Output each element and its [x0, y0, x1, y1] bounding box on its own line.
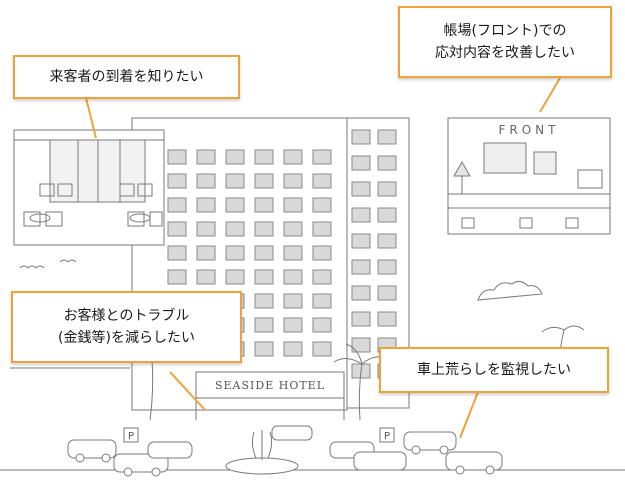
building-window — [225, 173, 245, 189]
building-window — [351, 259, 371, 275]
building-window — [196, 197, 216, 213]
building-window — [167, 269, 187, 285]
building-window — [225, 245, 245, 261]
parked-cars — [67, 425, 503, 477]
callout-front-desk: 帳場(フロント)での 応対内容を改善したい — [398, 6, 612, 78]
callout-text: (金銭等)を減らしたい — [58, 330, 195, 346]
building-window — [312, 221, 332, 237]
callout-text: 車上荒らしを監視したい — [417, 361, 571, 378]
lobby-chairs — [23, 183, 163, 227]
building-window — [312, 173, 332, 189]
building-window — [283, 149, 303, 165]
callout-customer-trouble: お客様とのトラブル (金銭等)を減らしたい — [11, 291, 242, 363]
building-window — [312, 149, 332, 165]
building-window — [254, 221, 274, 237]
building-window — [167, 221, 187, 237]
callout-visitor-arrival: 来客者の到着を知りたい — [13, 55, 240, 99]
building-window — [351, 155, 371, 171]
building-window — [312, 269, 332, 285]
building-window — [377, 129, 397, 145]
building-window — [283, 173, 303, 189]
callout-text: 応対内容を改善したい — [435, 45, 575, 61]
building-window — [283, 293, 303, 309]
building-window — [377, 311, 397, 327]
building-window — [377, 207, 397, 223]
building-window — [351, 181, 371, 197]
building-window — [351, 337, 371, 353]
building-window — [225, 221, 245, 237]
building-window — [167, 173, 187, 189]
pointer-visitor — [85, 97, 97, 139]
building-window — [167, 149, 187, 165]
entrance-canopy — [195, 371, 345, 399]
building-window — [283, 341, 303, 357]
building-window — [225, 197, 245, 213]
building-window — [254, 293, 274, 309]
pointer-front — [539, 77, 561, 113]
building-window — [254, 149, 274, 165]
building-window — [283, 197, 303, 213]
building-window — [196, 245, 216, 261]
building-window — [254, 173, 274, 189]
building-window — [312, 341, 332, 357]
building-window — [196, 173, 216, 189]
building-window — [312, 245, 332, 261]
building-window — [196, 269, 216, 285]
building-window — [254, 341, 274, 357]
building-window — [377, 181, 397, 197]
callout-text: お客様とのトラブル — [63, 307, 190, 324]
building-window — [377, 285, 397, 301]
building-window — [351, 233, 371, 249]
building-window — [225, 269, 245, 285]
pointer-car — [459, 391, 479, 439]
fountain — [225, 457, 299, 475]
parking-sign-right: P — [384, 431, 390, 442]
building-window — [254, 269, 274, 285]
callout-text: 帳場(フロント)での — [443, 22, 567, 39]
building-window — [351, 129, 371, 145]
front-sign: FRONT — [499, 123, 560, 137]
building-window — [225, 149, 245, 165]
building-window — [377, 155, 397, 171]
building-window — [377, 259, 397, 275]
building-windows — [167, 129, 397, 379]
building-window — [254, 317, 274, 333]
building-window — [254, 245, 274, 261]
hotel-sign: SEASIDE HOTEL — [215, 379, 325, 392]
building-window — [351, 207, 371, 223]
building-window — [254, 197, 274, 213]
building-window — [283, 221, 303, 237]
building-window — [351, 311, 371, 327]
building-window — [312, 293, 332, 309]
building-window — [283, 269, 303, 285]
cloud-right — [477, 280, 543, 301]
building-window — [377, 233, 397, 249]
parking-sign-left: P — [128, 431, 134, 442]
building-window — [312, 197, 332, 213]
building-window — [283, 317, 303, 333]
building-window — [196, 149, 216, 165]
callout-car-vandalism: 車上荒らしを監視したい — [379, 347, 609, 393]
building-window — [167, 197, 187, 213]
front-panel — [447, 117, 611, 235]
callout-text: 来客者の到着を知りたい — [49, 68, 204, 85]
building-window — [196, 221, 216, 237]
building-window — [283, 245, 303, 261]
building-window — [167, 245, 187, 261]
building-window — [351, 285, 371, 301]
building-window — [312, 317, 332, 333]
pointer-trouble — [169, 371, 206, 411]
